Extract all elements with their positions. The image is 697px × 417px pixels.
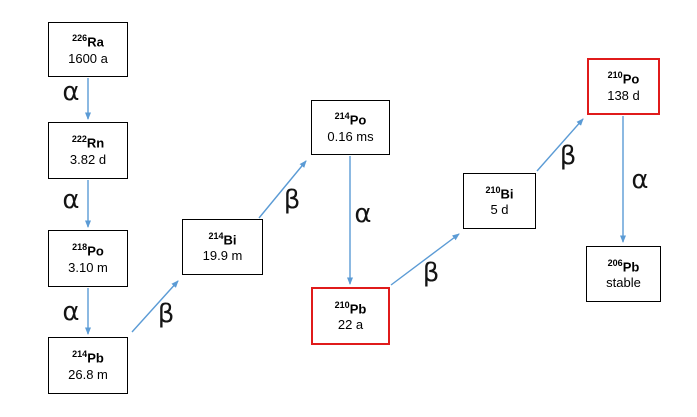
mass-number: 214 xyxy=(72,349,88,360)
element-symbol: Bi xyxy=(223,232,237,248)
mass-number: 210 xyxy=(607,70,623,81)
nuclide-box-po210: 210Po 138 d xyxy=(587,58,660,115)
mass-number: 214 xyxy=(334,111,350,122)
element-symbol: Rn xyxy=(86,135,105,151)
nuclide-name: 226Ra xyxy=(72,33,104,50)
nuclide-box-bi214: 214Bi 19.9 m xyxy=(182,219,263,275)
mass-number: 210 xyxy=(485,184,501,195)
element-symbol: Pb xyxy=(349,301,367,317)
half-life: stable xyxy=(606,275,641,291)
element-symbol: Pb xyxy=(87,350,104,366)
decay-label-beta: β xyxy=(559,141,577,171)
half-life: 26.8 m xyxy=(68,366,108,382)
half-life: 19.9 m xyxy=(202,248,243,264)
nuclide-box-po218: 218Po 3.10 m xyxy=(48,230,128,287)
decay-label-alpha: α xyxy=(62,297,80,327)
half-life: 3.10 m xyxy=(68,259,108,275)
decay-label-beta: β xyxy=(283,185,301,215)
nuclide-name: 210Bi xyxy=(485,184,514,202)
nuclide-name: 210Pb xyxy=(334,299,367,317)
decay-arrow-beta xyxy=(390,233,460,286)
half-life: 1600 a xyxy=(68,50,108,66)
element-symbol: Po xyxy=(622,71,640,87)
nuclide-box-po214: 214Po 0.16 ms xyxy=(311,100,390,155)
half-life: 22 a xyxy=(337,317,364,333)
nuclide-box-bi210: 210Bi 5 d xyxy=(463,173,536,229)
nuclide-box-rn222: 222Rn 3.82 d xyxy=(48,122,128,179)
nuclide-box-ra226: 226Ra 1600 a xyxy=(48,22,128,77)
decay-label-alpha: α xyxy=(62,185,80,215)
nuclide-name: 222Rn xyxy=(71,134,105,151)
decay-arrow-beta xyxy=(131,280,179,333)
half-life: 3.82 d xyxy=(69,151,107,167)
decay-arrow-beta xyxy=(536,118,584,172)
nuclide-name: 214Po xyxy=(334,111,367,128)
decay-label-beta: β xyxy=(157,299,175,329)
element-symbol: Ra xyxy=(87,34,104,50)
nuclide-name: 214Bi xyxy=(208,230,237,248)
decay-label-alpha: α xyxy=(354,199,372,229)
element-symbol: Po xyxy=(87,243,104,259)
nuclide-box-pb210: 210Pb 22 a xyxy=(311,287,390,345)
mass-number: 222 xyxy=(71,134,87,145)
nuclide-name: 218Po xyxy=(72,242,104,259)
half-life: 138 d xyxy=(607,87,640,103)
nuclide-box-pb206: 206Pb stable xyxy=(586,246,661,302)
mass-number: 226 xyxy=(72,33,88,44)
nuclide-name: 210Po xyxy=(607,70,640,87)
decay-label-alpha: α xyxy=(631,165,649,195)
element-symbol: Pb xyxy=(622,259,640,275)
nuclide-name: 214Pb xyxy=(72,349,104,366)
mass-number: 218 xyxy=(72,242,88,253)
decay-label-beta: β xyxy=(422,258,440,288)
mass-number: 210 xyxy=(334,299,350,310)
nuclide-name: 206Pb xyxy=(607,257,640,275)
decay-label-alpha: α xyxy=(62,77,80,107)
nuclide-box-pb214: 214Pb 26.8 m xyxy=(48,337,128,394)
mass-number: 206 xyxy=(607,257,623,268)
half-life: 0.16 ms xyxy=(327,128,374,144)
half-life: 5 d xyxy=(490,202,509,218)
element-symbol: Po xyxy=(349,112,367,128)
element-symbol: Bi xyxy=(500,186,514,202)
mass-number: 214 xyxy=(208,230,224,241)
decay-arrow-beta xyxy=(258,160,307,219)
